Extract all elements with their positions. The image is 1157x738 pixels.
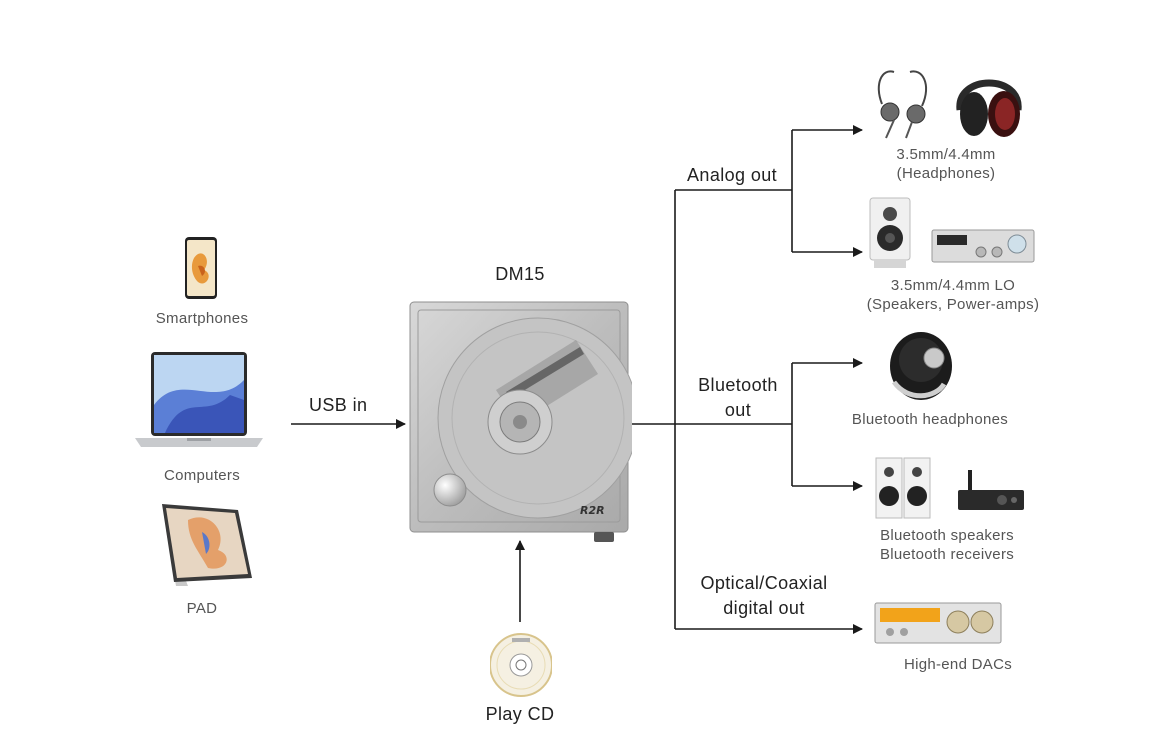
smartphones-label: Smartphones <box>155 310 249 327</box>
digital-out-label-2: digital out <box>723 598 805 618</box>
bluetooth-out-label-1: Bluetooth <box>698 375 778 395</box>
headphones-icon <box>956 79 1022 137</box>
bluetooth-speakers-icon <box>875 457 931 519</box>
analog-out-label: Analog out <box>687 165 778 185</box>
bt-speakers-label-1: Bluetooth speakers <box>880 527 1014 544</box>
dacs-label: High-end DACs <box>903 656 1013 673</box>
play-cd-label: Play CD <box>485 704 555 724</box>
dac-icon <box>874 602 1002 644</box>
power-amp-icon <box>931 229 1035 263</box>
bluetooth-out-label-2: out <box>724 400 752 420</box>
computers-label: Computers <box>163 467 241 484</box>
speaker-icon <box>869 197 911 268</box>
lo-label-2: (Speakers, Power-amps) <box>866 296 1040 313</box>
iem-earphones-icon <box>877 70 928 139</box>
tablet-icon <box>162 504 252 586</box>
brand-mark: R2R <box>580 504 605 517</box>
pad-label: PAD <box>186 600 218 617</box>
cd-disc-icon <box>490 633 552 697</box>
lo-label-1: 3.5mm/4.4mm LO <box>890 277 1016 294</box>
bluetooth-earbuds-icon <box>890 332 952 400</box>
bt-headphones-label: Bluetooth headphones <box>851 411 1009 428</box>
headphones-label-1: 3.5mm/4.4mm <box>896 146 996 163</box>
headphones-label-2: (Headphones) <box>896 165 996 182</box>
device-title: DM15 <box>495 264 545 284</box>
usb-in-label: USB in <box>309 395 368 415</box>
dm15-player-image: R2R <box>409 301 632 542</box>
bt-speakers-label-2: Bluetooth receivers <box>879 546 1015 563</box>
laptop-icon <box>135 352 263 447</box>
digital-out-label-1: Optical/Coaxial <box>700 573 828 593</box>
bluetooth-receiver-icon <box>958 470 1024 510</box>
smartphone-icon <box>185 237 217 299</box>
